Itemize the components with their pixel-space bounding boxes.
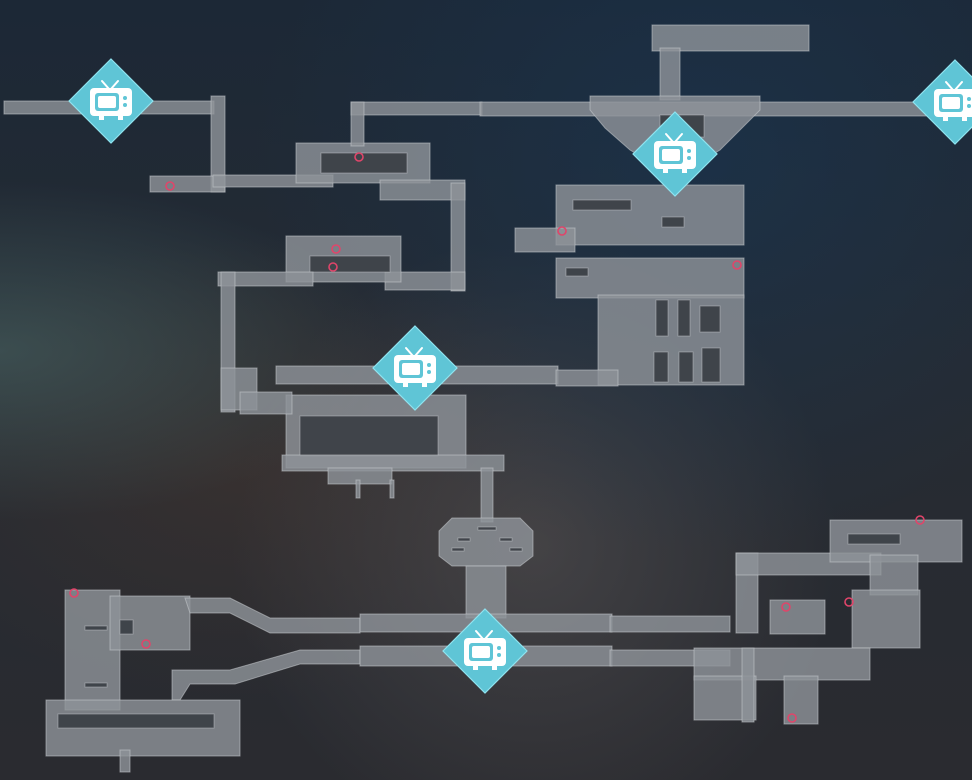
corridor: [514, 227, 576, 253]
room-interior: [572, 199, 632, 211]
corridor: [693, 647, 871, 681]
circle-marker-icon[interactable]: [732, 260, 742, 270]
corridor: [281, 454, 505, 472]
circle-marker-icon[interactable]: [141, 639, 151, 649]
room: [597, 294, 745, 386]
room: [555, 184, 745, 246]
room-top: [651, 24, 810, 52]
corridor: [769, 599, 826, 635]
map-region-center: [239, 365, 619, 619]
circle-marker-icon[interactable]: [165, 181, 175, 191]
map-region-southeast: [693, 519, 963, 725]
room-interior: [309, 255, 391, 273]
room-interior: [84, 625, 108, 631]
room: [555, 257, 745, 299]
tv-icon[interactable]: [68, 58, 154, 144]
corridor: [217, 271, 314, 287]
pillar: [699, 305, 721, 333]
map-region-southwest: [45, 589, 361, 773]
chamber-detail: [477, 526, 497, 531]
circle-marker-icon[interactable]: [787, 713, 797, 723]
corridor: [480, 467, 494, 523]
room-interior: [320, 152, 408, 174]
pillar: [653, 351, 669, 383]
room-interior: [119, 619, 134, 635]
corridor: [659, 47, 681, 101]
room-interior: [565, 267, 589, 277]
room-interior: [299, 415, 439, 457]
hall-interior: [57, 713, 215, 729]
room-interior: [847, 533, 901, 545]
room-interior: [84, 682, 108, 688]
circle-marker-icon[interactable]: [331, 244, 341, 254]
circle-marker-icon[interactable]: [557, 226, 567, 236]
map-region-south: [359, 613, 731, 667]
room-interior: [661, 216, 685, 228]
chamber-detail: [509, 547, 523, 552]
circle-marker-icon[interactable]: [328, 262, 338, 272]
corridor: [555, 369, 619, 387]
map-region-northwest: [3, 95, 483, 413]
pillar: [678, 351, 694, 383]
point-markers: [69, 152, 925, 723]
pillar: [655, 299, 669, 337]
corridor: [389, 479, 395, 499]
chamber-detail: [451, 547, 465, 552]
corridor: [239, 391, 293, 415]
corridor: [355, 479, 361, 499]
corridor: [450, 182, 466, 292]
circle-marker-icon[interactable]: [915, 515, 925, 525]
circle-marker-icon[interactable]: [844, 597, 854, 607]
circle-marker-icon[interactable]: [354, 152, 364, 162]
corridor: [783, 675, 819, 725]
corridor-sloped: [184, 597, 361, 634]
circle-marker-icon[interactable]: [781, 602, 791, 612]
map-region-northeast: [479, 24, 972, 386]
corridor: [609, 615, 731, 633]
corridor: [119, 749, 131, 773]
circle-marker-icon[interactable]: [69, 588, 79, 598]
corridor: [350, 101, 365, 147]
room: [851, 589, 921, 649]
chamber-detail: [457, 537, 471, 542]
octagon-chamber: [438, 517, 534, 567]
chamber-detail: [499, 537, 513, 542]
tv-icon[interactable]: [912, 59, 972, 145]
corridor: [350, 101, 483, 116]
corridor-sloped: [171, 649, 361, 701]
corridor: [869, 554, 919, 596]
pillar: [677, 299, 691, 337]
corridor: [741, 647, 755, 723]
pillar: [701, 347, 721, 383]
